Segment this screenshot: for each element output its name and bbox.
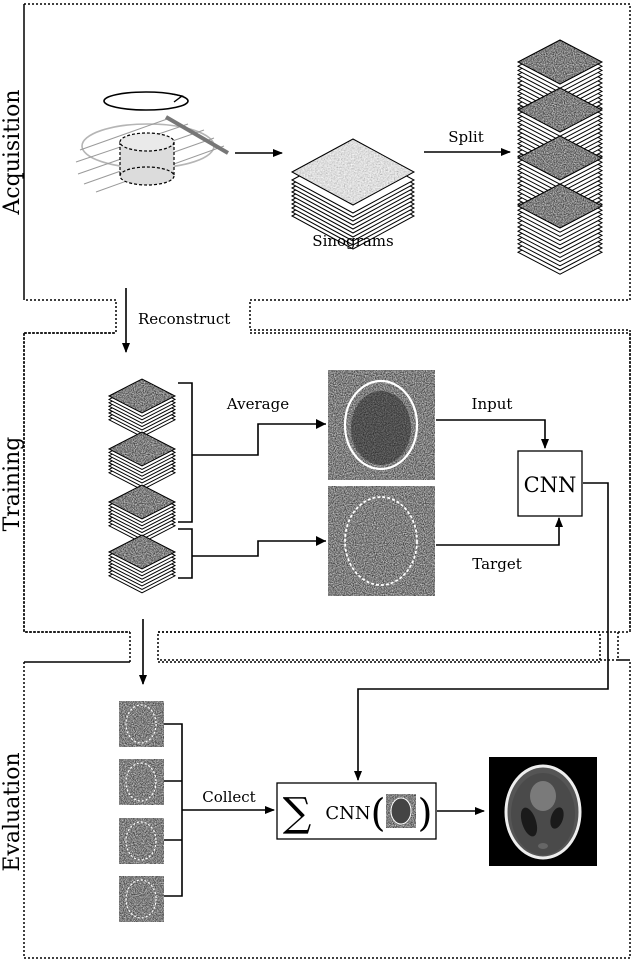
cnn-box	[517, 450, 583, 517]
target-bracket	[178, 528, 326, 579]
input-to-cnn-arrow	[436, 419, 549, 449]
target-to-cnn-arrow	[436, 517, 563, 546]
left-paren: (	[371, 791, 386, 835]
evaluation-title: Evaluation	[0, 752, 25, 871]
acquisition-title: Acquisition	[0, 89, 25, 215]
evaluation-frame	[158, 632, 630, 663]
sinograms-label: Sinograms	[312, 232, 393, 250]
cnn-to-sum-arrow	[354, 482, 609, 781]
average-label: Average	[226, 395, 289, 413]
sum-cnn-label: CNN	[325, 803, 370, 824]
training-frame	[23, 332, 631, 663]
training-title: Training	[0, 437, 25, 532]
target-label: Target	[472, 555, 521, 573]
scanner-illustration	[75, 91, 230, 193]
sum-input-thumbnail	[386, 794, 416, 828]
target-image	[328, 486, 435, 596]
sum-icon: ∑	[283, 790, 312, 836]
collect-bracket	[164, 723, 274, 897]
collect-label: Collect	[202, 788, 255, 806]
rotation-icon	[103, 91, 189, 111]
reconstruct-label: Reconstruct	[138, 310, 230, 328]
input-label: Input	[472, 395, 513, 413]
reconstruction-stacks	[107, 378, 177, 594]
cnn-label: CNN	[524, 473, 577, 497]
split-sinogram-stacks	[516, 39, 604, 275]
collected-reconstructions	[119, 701, 164, 922]
right-paren: )	[418, 791, 433, 835]
split-label: Split	[448, 128, 484, 146]
input-image	[328, 370, 435, 480]
average-bracket	[178, 382, 326, 523]
sinogram-stack	[290, 138, 416, 250]
reconstructed-phantom-image	[489, 757, 597, 866]
